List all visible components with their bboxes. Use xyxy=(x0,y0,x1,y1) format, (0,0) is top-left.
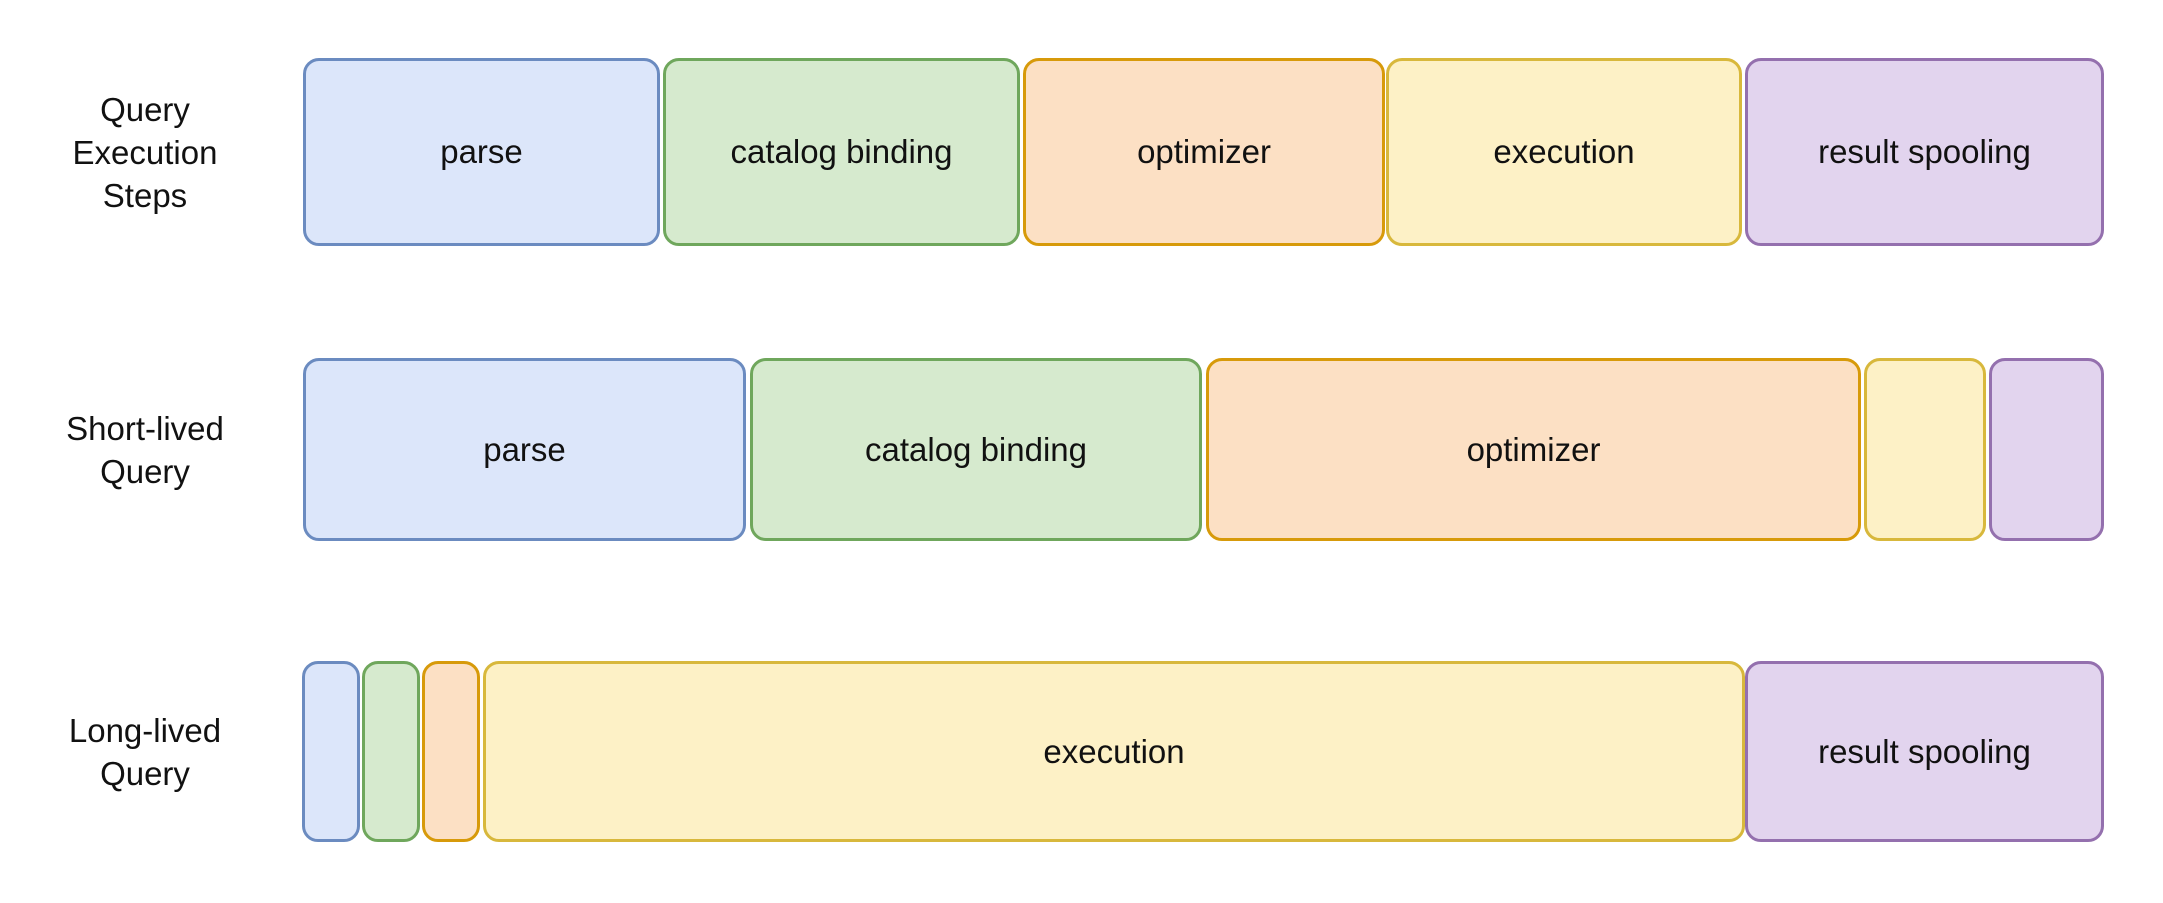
bar-short-lived-query-execution[interactable] xyxy=(1864,358,1986,541)
row-label-long-lived-query: Long-lived Query xyxy=(68,711,222,792)
bar-short-lived-query-result-spooling[interactable] xyxy=(1989,358,2104,541)
bar-long-lived-query-catalog-binding[interactable] xyxy=(362,661,420,842)
bar-query-execution-steps-execution[interactable]: execution xyxy=(1386,58,1742,246)
bar-short-lived-query-parse[interactable]: parse xyxy=(303,358,746,541)
bar-query-execution-steps-optimizer[interactable]: optimizer xyxy=(1023,58,1385,246)
bar-label: result spooling xyxy=(1818,133,2031,170)
bar-short-lived-query-optimizer[interactable]: optimizer xyxy=(1206,358,1861,541)
timeline-row-long-lived-query: Long-lived Query execution result spooling xyxy=(0,661,2163,842)
bar-long-lived-query-result-spooling[interactable]: result spooling xyxy=(1745,661,2104,842)
bar-label: execution xyxy=(1043,732,1185,770)
bar-label: result spooling xyxy=(1818,732,2031,770)
bar-label: parse xyxy=(483,430,566,468)
row-label-short-lived-query: Short-lived Query xyxy=(66,409,224,490)
bar-long-lived-query-execution[interactable]: execution xyxy=(483,661,1745,842)
timeline-row-query-execution-steps: Query Execution Steps parse catalog bindin… xyxy=(0,58,2163,246)
bar-label: execution xyxy=(1493,133,1635,170)
bar-label: catalog binding xyxy=(864,430,1087,468)
bar-label: parse xyxy=(440,133,523,170)
row-label-query-execution-steps: Query Execution Steps xyxy=(72,90,218,214)
bar-label: optimizer xyxy=(1466,430,1601,468)
bar-long-lived-query-parse[interactable] xyxy=(302,661,360,842)
bar-short-lived-query-catalog-binding[interactable]: catalog binding xyxy=(750,358,1202,541)
bar-label: optimizer xyxy=(1137,133,1271,170)
bar-query-execution-steps-result-spooling[interactable]: result spooling xyxy=(1745,58,2104,246)
bar-long-lived-query-optimizer[interactable] xyxy=(422,661,480,842)
bar-label: catalog binding xyxy=(730,133,953,170)
bar-query-execution-steps-parse[interactable]: parse xyxy=(303,58,660,246)
bar-query-execution-steps-catalog-binding[interactable]: catalog binding xyxy=(663,58,1020,246)
timeline-row-short-lived-query: Short-lived Query parse catalog binding opt… xyxy=(0,358,2163,541)
